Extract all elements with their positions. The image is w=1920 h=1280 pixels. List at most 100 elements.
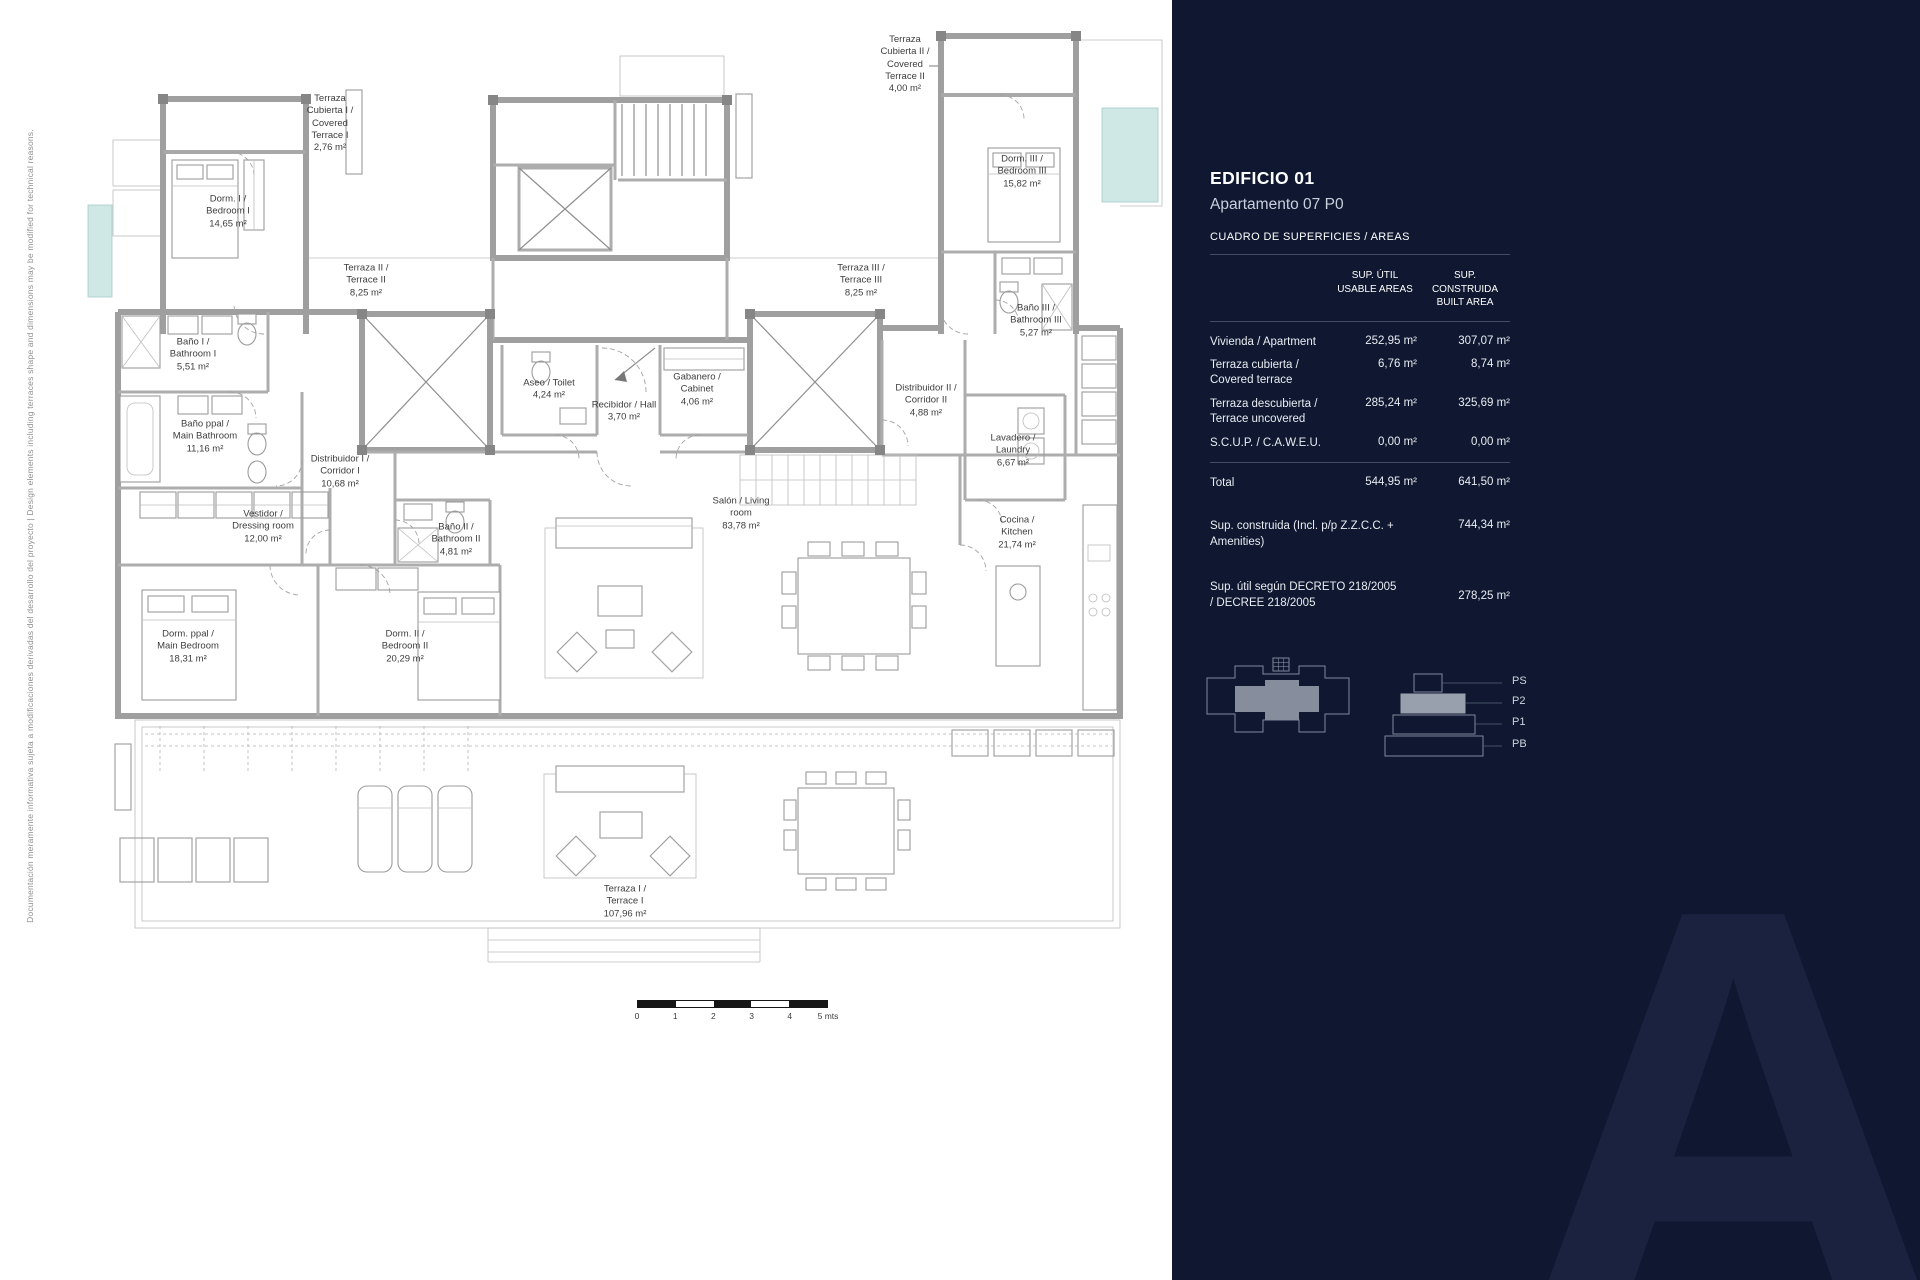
scale-segment	[713, 1001, 752, 1007]
room-label-recibidor: Recibidor / Hall 3,70 m²	[591, 399, 657, 423]
disclaimer-text: Documentación meramente informativa suje…	[25, 129, 35, 923]
divider	[1210, 320, 1510, 322]
area-row-label: Terraza descubierta / Terrace uncovered	[1210, 398, 1318, 426]
terrace-1	[114, 719, 1121, 963]
area-row-usable: 252,95 m²	[1365, 334, 1417, 347]
room-label-dorm-1: Dorm. I / Bedroom I 14,65 m²	[206, 193, 250, 230]
bathroom-fixtures	[119, 257, 1073, 563]
scale-label: 1	[672, 1011, 678, 1021]
scale-segment	[789, 1001, 827, 1007]
area-row-total: Total 544,95 m² 641,50 m²	[1210, 476, 1510, 491]
level-label-ps: PS	[1512, 675, 1527, 687]
areas-panel: EDIFICIO 01 Apartamento 07 P0 CUADRO DE …	[1210, 168, 1510, 611]
building-title: EDIFICIO 01	[1210, 168, 1315, 188]
room-label-terraza-3: Terraza III / Terrace III 8,25 m²	[837, 262, 885, 299]
divider	[1210, 462, 1510, 464]
info-sidebar: A EDIFICIO 01 Apartamento 07 P0 CUADRO D…	[1172, 0, 1920, 1280]
room-label-bano-ppal: Baño ppal / Main Bathroom 11,16 m²	[172, 418, 238, 455]
room-label-terraza-2: Terraza II / Terrace II 8,25 m²	[343, 262, 389, 299]
sup-construida-value: 744,34 m²	[1458, 519, 1510, 532]
interior-walls	[118, 250, 1120, 716]
scale-segment	[675, 1001, 714, 1007]
area-row-label: Terraza cubierta / Covered terrace	[1210, 359, 1299, 387]
area-row-terraza-descubierta: Terraza descubierta / Terrace uncovered …	[1210, 397, 1510, 427]
room-label-vestidor: Vestidor / Dressing room 12,00 m²	[232, 508, 294, 545]
area-row-built: 325,69 m²	[1458, 397, 1510, 410]
area-row-usable: 6,76 m²	[1378, 358, 1417, 371]
areas-table-title: CUADRO DE SUPERFICIES / AREAS	[1210, 231, 1410, 243]
level-label-p1: P1	[1512, 716, 1526, 728]
row-decreto: Sup. útil según DECRETO 218/2005 / DECRE…	[1210, 580, 1510, 611]
area-row-usable: 285,24 m²	[1365, 397, 1417, 410]
bed-bedroom-3	[987, 147, 1061, 243]
room-label-gabanero: Gabanero / Cabinet 4,06 m²	[673, 371, 721, 408]
scale-label: 4	[787, 1011, 793, 1021]
door-swings	[229, 94, 1025, 596]
room-label-dorm-3: Dorm. III / Bedroom III 15,82 m²	[997, 153, 1047, 190]
structural-columns	[158, 31, 1081, 455]
level-label-p2: P2	[1512, 695, 1526, 707]
room-label-aseo: Aseo / Toilet 4,24 m²	[523, 377, 575, 401]
room-label-bano-1: Baño I / Bathroom I 5,51 m²	[169, 336, 217, 373]
areas-table-header: SUP. ÚTIL USABLE AREAS SUP. CONSTRUIDA B…	[1210, 269, 1510, 310]
decreto-label: Sup. útil según DECRETO 218/2005 / DECRE…	[1210, 581, 1397, 609]
divider	[1210, 254, 1510, 255]
room-label-distribuidor-1: Distribuidor I / Corridor I 10,68 m²	[310, 453, 370, 490]
scale-bar: 0 1 2 3 4 5 mts	[634, 1000, 839, 1025]
area-row-label: S.C.U.P. / C.A.W.E.U.	[1210, 437, 1321, 450]
scale-segment	[751, 1001, 790, 1007]
room-label-cocina: Cocina / Kitchen 21,74 m²	[998, 514, 1036, 551]
terrace-furniture	[357, 765, 911, 891]
scale-label: 0	[634, 1011, 640, 1021]
scale-label: 2	[711, 1011, 716, 1021]
building-section-diagram	[1384, 673, 1502, 757]
scale-label: 3	[749, 1011, 754, 1021]
decreto-value: 278,25 m²	[1458, 589, 1510, 602]
area-row-built: 0,00 m²	[1471, 436, 1510, 449]
brand-watermark-a: A	[1516, 785, 1920, 1280]
column-header-built: SUP. CONSTRUIDA BUILT AREA	[1431, 270, 1499, 308]
entrance-arrow	[614, 347, 656, 382]
total-usable: 544,95 m²	[1365, 476, 1417, 489]
closets	[139, 159, 745, 591]
row-sup-construida: Sup. construida (Incl. p/p Z.Z.C.C. + Am…	[1210, 519, 1510, 550]
bed-bedroom-1	[171, 159, 239, 259]
site-footprint-diagram	[1206, 657, 1350, 733]
room-label-terraza-1: Terraza I / Terrace I 107,96 m²	[603, 883, 647, 920]
scale-bar-segments	[637, 1000, 828, 1008]
floor-plan-area: Terraza Cubierta I / Covered Terrace I 2…	[25, 31, 1163, 1025]
room-label-bano-2: Baño II / Bathroom II 4,81 m²	[431, 521, 481, 558]
scale-segment	[638, 1001, 676, 1007]
total-label: Total	[1210, 477, 1235, 490]
light-wells	[359, 311, 883, 453]
exterior-steps-band	[739, 454, 917, 506]
room-label-salon: Salón / Living room 83,78 m²	[712, 495, 770, 532]
scale-bar-labels: 0 1 2 3 4 5 mts	[634, 1011, 839, 1025]
area-row-built: 8,74 m²	[1471, 358, 1510, 371]
living-room-furniture	[544, 517, 704, 679]
apartment-subtitle: Apartamento 07 P0	[1210, 196, 1344, 213]
sup-construida-label: Sup. construida (Incl. p/p Z.Z.C.C. + Am…	[1210, 520, 1394, 548]
stairs-and-elevator	[493, 100, 727, 252]
dining-furniture	[781, 541, 927, 671]
area-row-scup: S.C.U.P. / C.A.W.E.U. 0,00 m² 0,00 m²	[1210, 436, 1510, 451]
total-built: 641,50 m²	[1458, 476, 1510, 489]
column-header-usable: SUP. ÚTIL USABLE AREAS	[1337, 270, 1413, 295]
area-row-terraza-cubierta: Terraza cubierta / Covered terrace 6,76 …	[1210, 358, 1510, 388]
bed-main-bedroom	[141, 589, 237, 701]
room-label-dorm-2: Dorm. II / Bedroom II 20,29 m²	[381, 628, 429, 665]
level-label-pb: PB	[1512, 738, 1527, 750]
exterior-context	[87, 39, 1163, 298]
room-label-lavadero: Lavadero / Laundry 6,67 m²	[990, 432, 1036, 469]
room-label-dorm-ppal: Dorm. ppal / Main Bedroom 18,31 m²	[157, 628, 219, 665]
area-row-vivienda: Vivienda / Apartment 252,95 m² 307,07 m²	[1210, 335, 1510, 350]
room-label-distribuidor-2: Distribuidor II / Corridor II 4,88 m²	[895, 382, 957, 419]
room-label-bano-3: Baño III / Bathroom III 5,27 m²	[1010, 302, 1062, 339]
area-row-label: Vivienda / Apartment	[1210, 335, 1316, 348]
room-label-terraza-cubierta-2: Terraza Cubierta II / Covered Terrace II…	[880, 34, 930, 95]
area-row-built: 307,07 m²	[1458, 334, 1510, 347]
kitchen-fixtures	[995, 335, 1118, 711]
area-row-usable: 0,00 m²	[1378, 436, 1417, 449]
scale-label: 5 mts	[817, 1011, 839, 1021]
